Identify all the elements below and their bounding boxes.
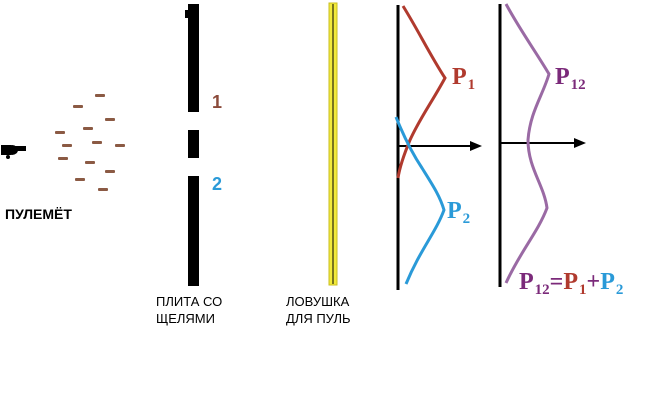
p1-label: P1 (452, 64, 475, 94)
formula-term-b: P2 (600, 269, 624, 298)
plate-label: ПЛИТА СО ЩЕЛЯМИ (156, 293, 222, 327)
sum-formula: P12=P1+P2 (519, 269, 623, 299)
formula-plus: + (586, 269, 601, 295)
bullet-icon (58, 157, 68, 160)
machine-gun-label: ПУЛЕМЁТ (5, 206, 72, 222)
formula-lhs-subscript: 12 (534, 282, 550, 298)
trap-label-line2: ДЛЯ ПУЛЬ (286, 311, 351, 326)
p12-curve (504, 3, 551, 284)
p2-curve (394, 116, 446, 285)
p2-letter: P (447, 198, 462, 224)
bullet-icon (105, 118, 115, 121)
p12-label: P12 (555, 64, 586, 94)
machine-gun-icon (1, 145, 26, 159)
bullet-icon (62, 144, 72, 147)
p1-curve (396, 5, 447, 179)
trap-label: ЛОВУШКА ДЛЯ ПУЛЬ (286, 293, 351, 327)
formula-term-a: P1 (563, 269, 587, 298)
plate-label-line2: ЩЕЛЯМИ (156, 311, 215, 326)
p2-label: P2 (447, 198, 470, 228)
p12-axes (498, 4, 586, 287)
p12-subscript: 12 (570, 77, 586, 93)
trap-label-line1: ЛОВУШКА (286, 294, 350, 309)
formula-b-subscript: 2 (615, 282, 624, 298)
bullet-icon (105, 170, 115, 173)
p12-letter: P (555, 64, 570, 90)
formula-b-letter: P (600, 269, 615, 295)
bullet-icon (85, 161, 95, 164)
formula-lhs: P12 (519, 269, 550, 298)
bullet-icon (73, 105, 83, 108)
bullet-trap (328, 2, 338, 286)
bullet-icon (95, 94, 105, 97)
slit-2-label: 2 (212, 174, 223, 194)
p1-subscript: 1 (467, 77, 476, 93)
bullet-icon (98, 188, 108, 191)
formula-lhs-letter: P (519, 269, 534, 295)
formula-a-subscript: 1 (579, 282, 587, 298)
bullet-icon (92, 141, 102, 144)
bullet-spray (55, 94, 125, 191)
slit-plate (185, 4, 199, 286)
formula-a-letter: P (563, 269, 579, 295)
bullet-icon (75, 178, 85, 181)
bullet-icon (83, 127, 93, 130)
slit-1-label: 1 (212, 92, 223, 112)
p2-subscript: 2 (462, 211, 471, 227)
p1-letter: P (452, 64, 467, 90)
formula-equals: = (549, 269, 564, 295)
bullet-icon (115, 144, 125, 147)
plate-label-line1: ПЛИТА СО (156, 294, 223, 309)
bullet-icon (55, 131, 65, 134)
